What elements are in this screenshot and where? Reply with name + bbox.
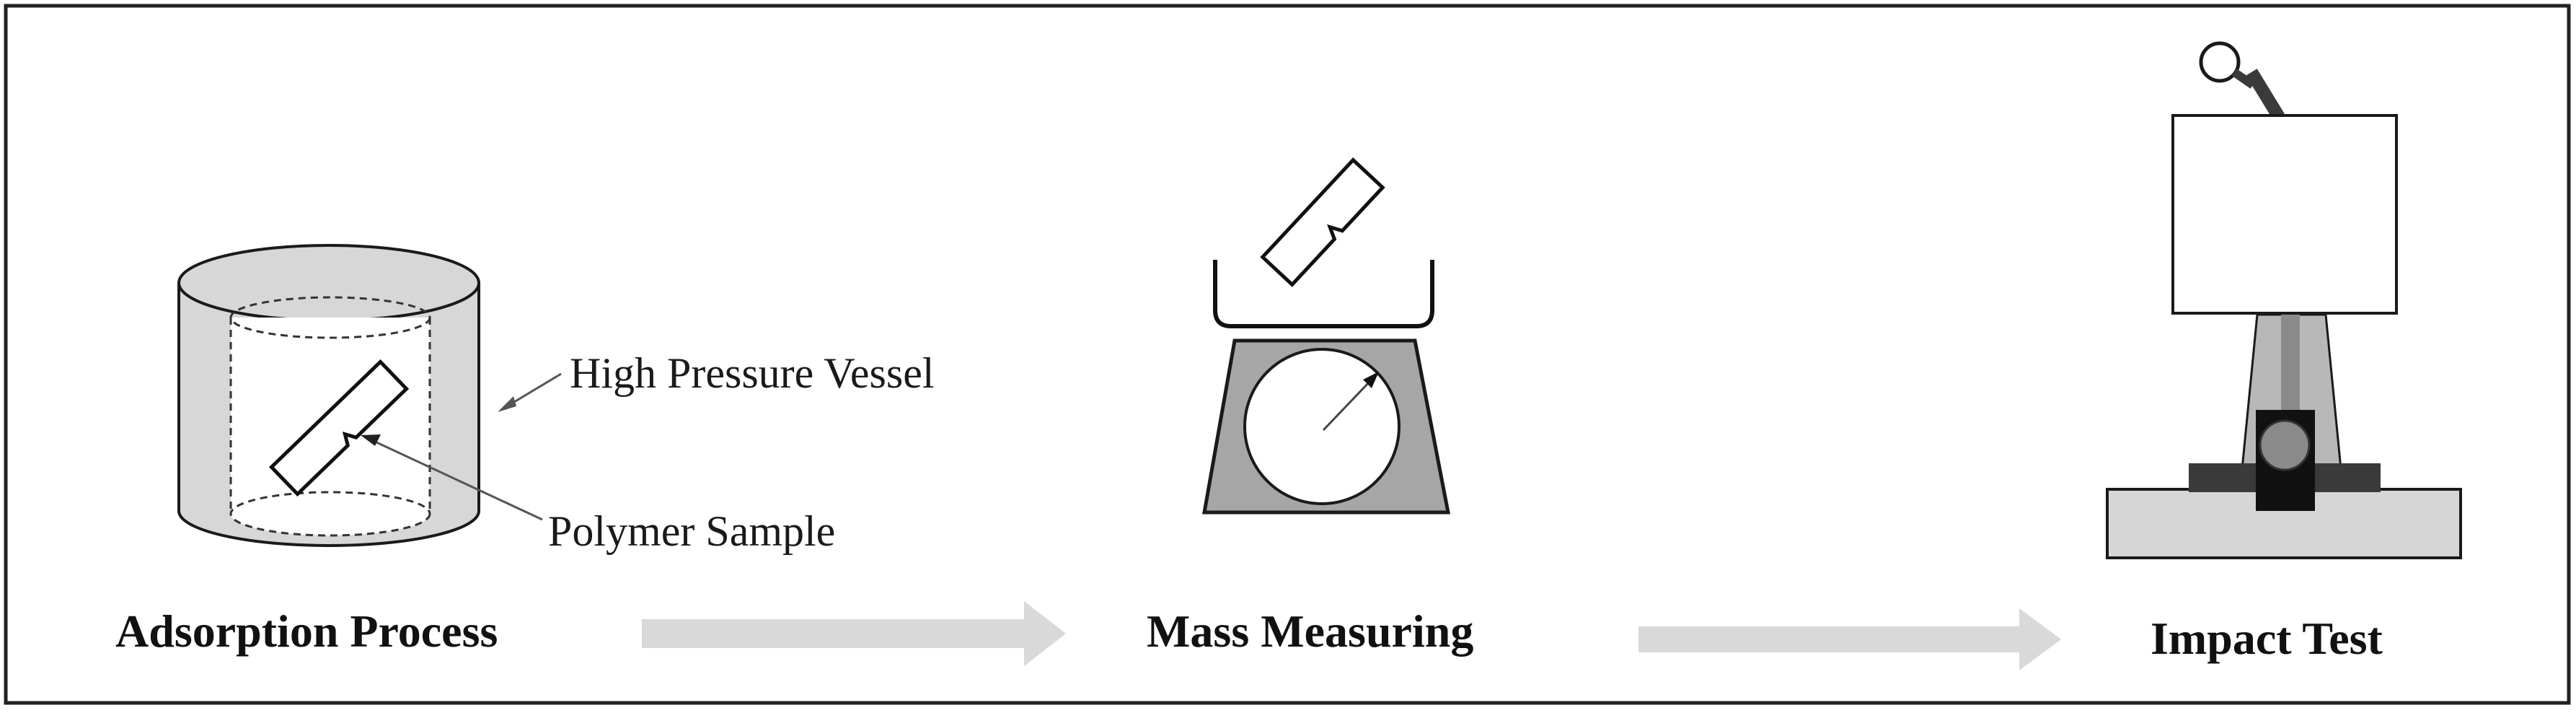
scale-pan [1213,260,1434,328]
high-pressure-vessel [177,244,480,547]
stage-label-adsorption: Adsorption Process [115,605,498,657]
polymer-sample [268,359,410,497]
label-high-pressure-vessel: High Pressure Vessel [570,349,935,397]
vessel-top [177,244,480,322]
stage-label-mass-measuring: Mass Measuring [1147,605,1474,657]
stage-label-impact-test: Impact Test [2151,613,2383,664]
tester-head [2171,114,2398,315]
scale-needle [1322,380,1372,432]
pendulum-knob [2199,41,2241,83]
pendulum-weight [2259,419,2311,471]
flow-arrow-2 [1638,608,2061,670]
pendulum-arm [2246,69,2285,121]
scale-dial [1243,348,1401,505]
impact-tester [2106,41,2462,559]
flow-arrow-1 [642,601,1066,666]
weighing-scale [1202,157,1451,515]
label-polymer-sample: Polymer Sample [548,507,836,555]
sample-leader-line [374,440,543,521]
diagram-border [4,4,2571,705]
tester-base [2106,488,2462,559]
scale-sample [1260,157,1385,287]
